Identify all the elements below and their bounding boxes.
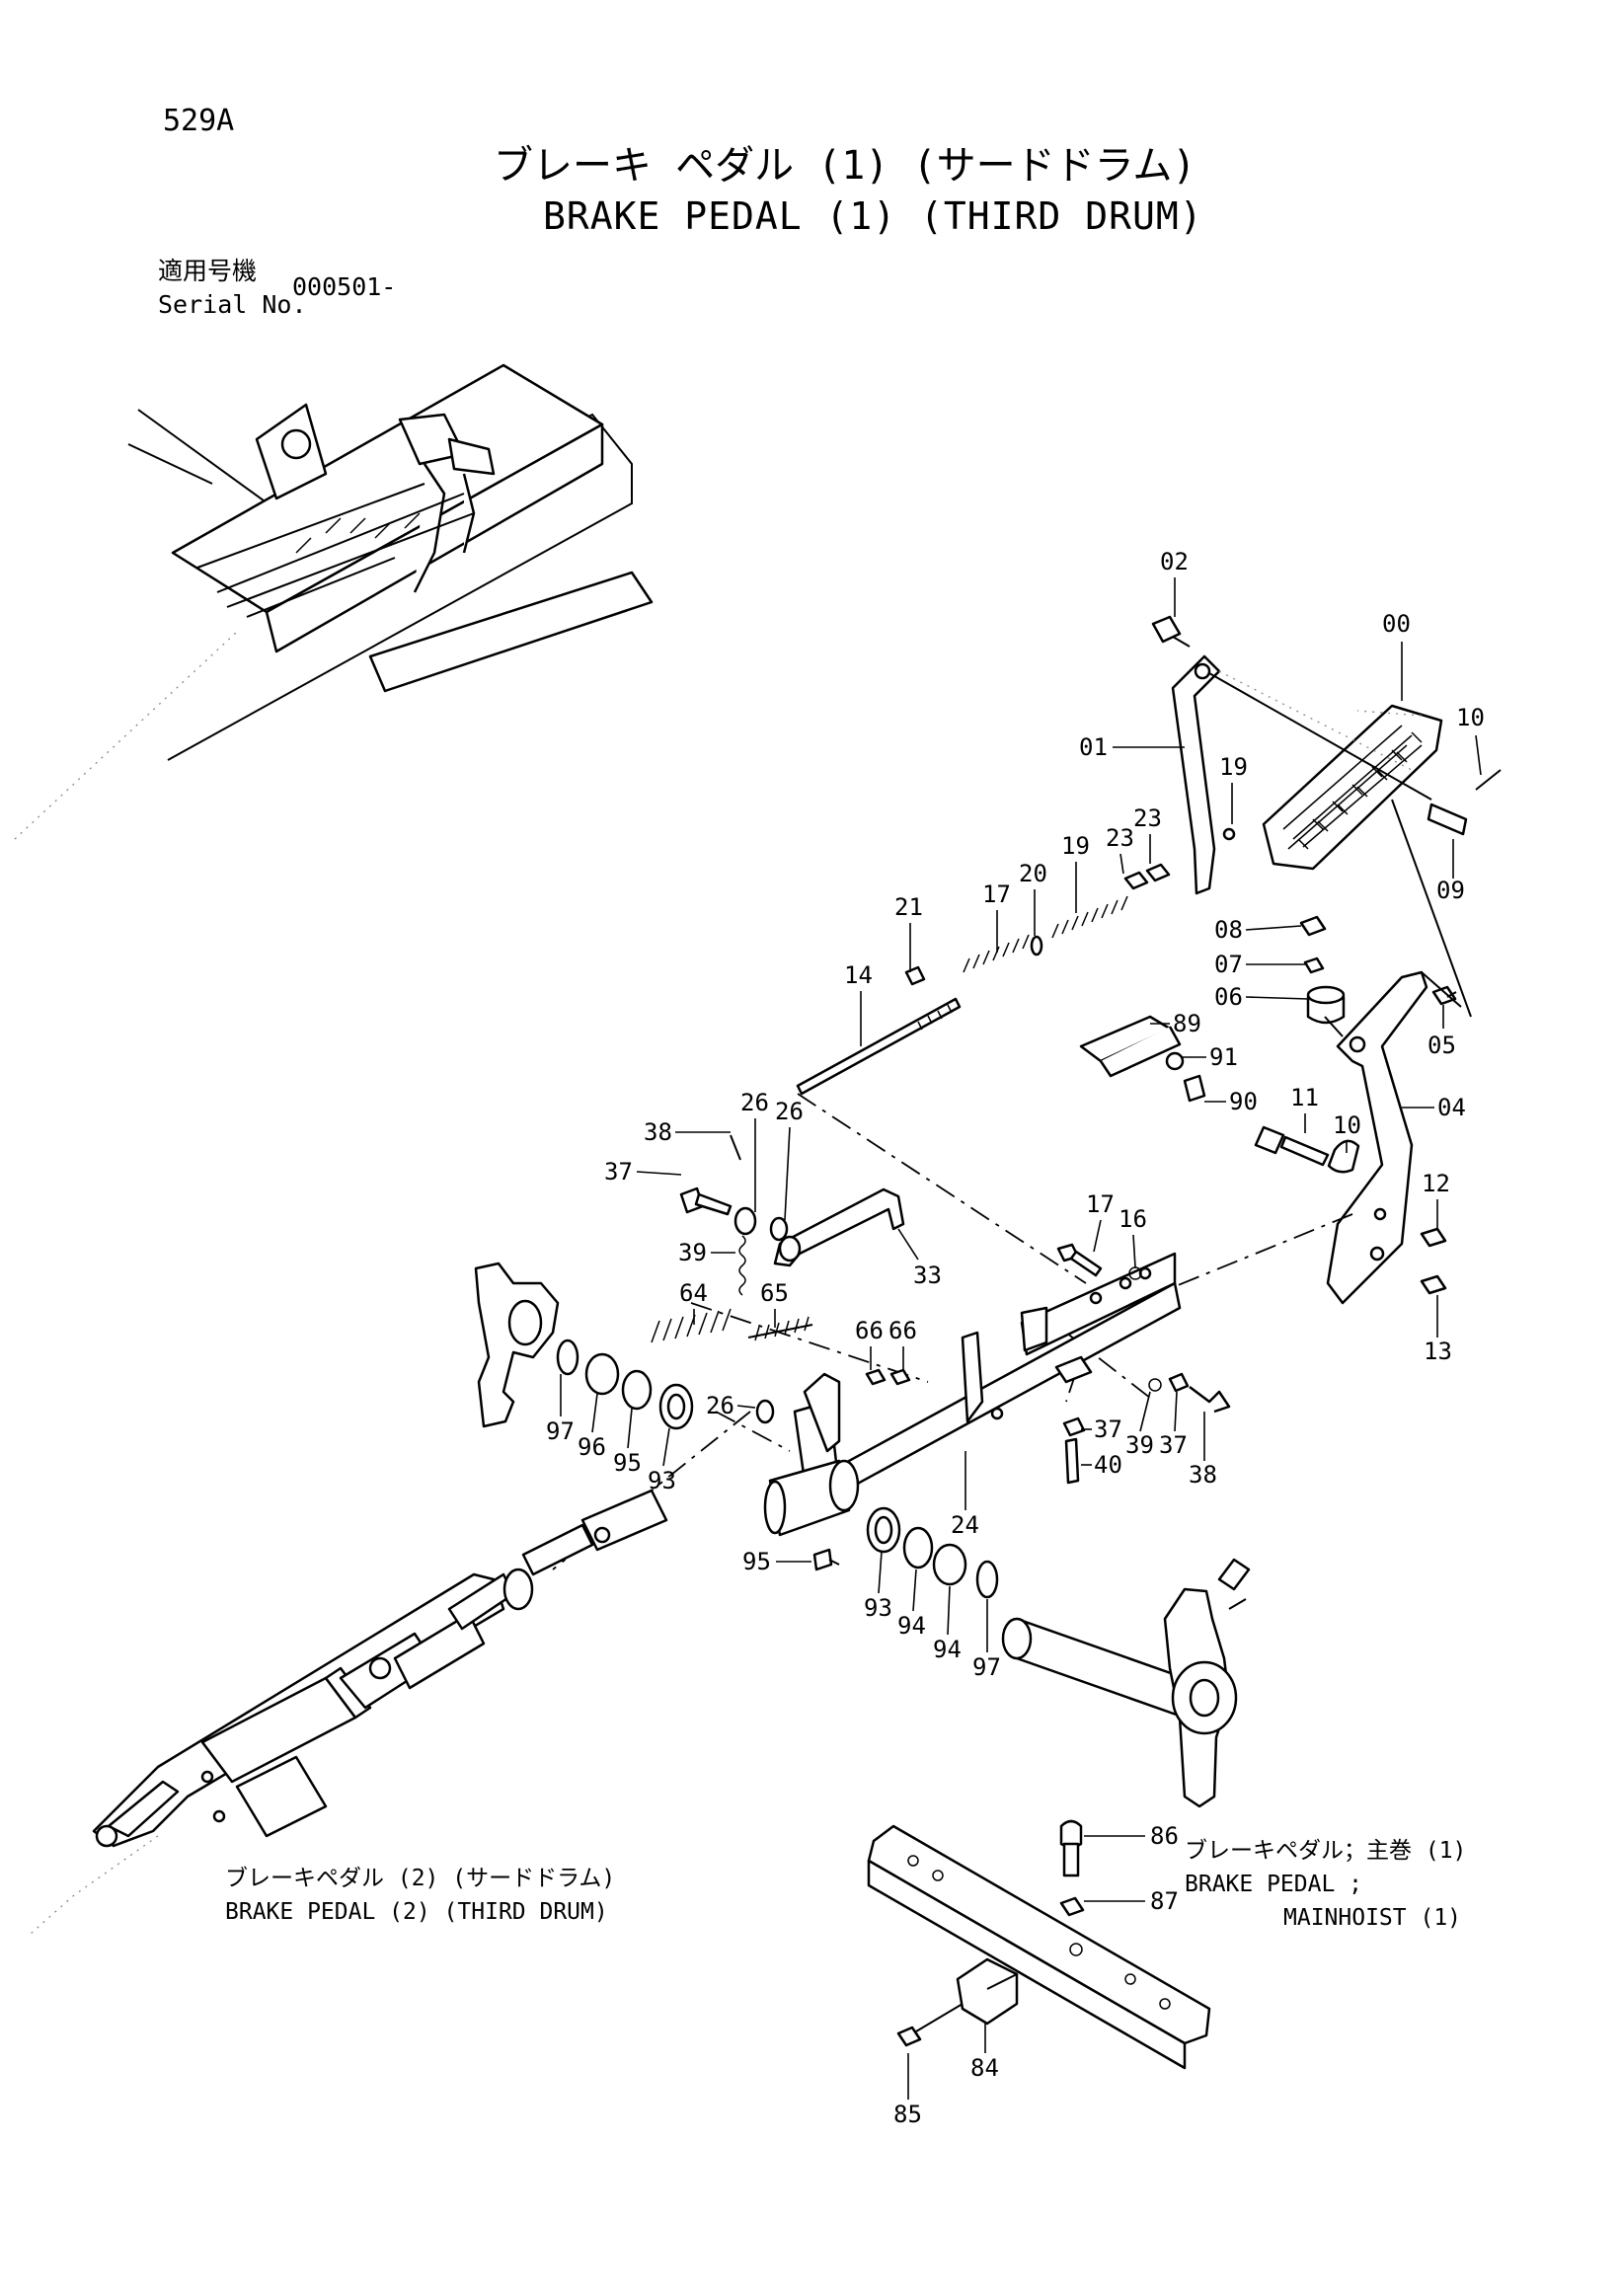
part-label: 96 <box>578 1433 606 1461</box>
mounting-plate <box>867 1824 1211 2045</box>
part-label: 39 <box>678 1239 707 1266</box>
part-label: 37 <box>604 1158 633 1186</box>
part-label: 13 <box>1424 1338 1452 1365</box>
assembly-centerlines <box>552 1093 1353 1570</box>
ref-main-hoist-en-1: BRAKE PEDAL ; <box>1185 1872 1363 1897</box>
rod <box>796 997 962 1096</box>
part-label: 19 <box>1061 832 1090 860</box>
part-label: 40 <box>1094 1451 1122 1479</box>
part-label: 17 <box>1086 1190 1115 1218</box>
part-label: 09 <box>1436 877 1465 904</box>
part-label: 10 <box>1456 704 1485 731</box>
part-label: 94 <box>897 1612 926 1640</box>
part-label: 19 <box>1219 753 1248 781</box>
part-label: 04 <box>1437 1094 1466 1121</box>
part-label: 07 <box>1214 951 1243 978</box>
part-label: 05 <box>1427 1032 1456 1059</box>
part-label: 64 <box>679 1279 708 1307</box>
serial-label-english: Serial No. <box>158 290 307 319</box>
title-japanese: ブレーキ ペダル (1) (サードドラム) <box>494 143 1196 189</box>
brake-pedal-2-linkage <box>92 1489 668 1848</box>
part-label: 02 <box>1160 548 1189 575</box>
part-label: 94 <box>933 1636 962 1663</box>
part-label: 10 <box>1333 1111 1361 1139</box>
bearing-assembly-left <box>474 1262 694 1430</box>
serial-label-japanese: 適用号機 <box>158 257 258 285</box>
part-label: 16 <box>1119 1205 1147 1233</box>
mounting-plate-assembly <box>867 1819 1211 2070</box>
part-label: 66 <box>888 1317 917 1344</box>
part-label: 37 <box>1094 1416 1122 1443</box>
part-label: 20 <box>1019 860 1047 887</box>
title-english: BRAKE PEDAL (1) (THIRD DRUM) <box>543 194 1203 238</box>
part-label: 95 <box>613 1449 642 1477</box>
part-label: 14 <box>844 961 873 989</box>
ref-main-hoist-jp: ブレーキペダル；主巻 (1) <box>1185 1838 1467 1864</box>
part-label: 26 <box>740 1089 769 1116</box>
part-label: 91 <box>1209 1043 1238 1071</box>
pedal-bracket <box>1326 970 1428 1305</box>
ref-main-hoist-en-2: MAINHOIST (1) <box>1283 1905 1462 1931</box>
part-label: 93 <box>864 1594 892 1622</box>
part-label: 89 <box>1173 1010 1201 1037</box>
cross-shaft-assembly <box>651 1134 1231 1537</box>
part-label: 39 <box>1125 1431 1154 1459</box>
part-callouts: 02 00 01 10 19 09 23 23 19 20 17 21 14 0… <box>546 548 1485 2128</box>
bearing-assembly-right <box>812 1506 999 1599</box>
ref-brake-pedal-2-en: BRAKE PEDAL (2) (THIRD DRUM) <box>225 1899 608 1925</box>
part-label: 95 <box>742 1548 771 1575</box>
part-label: 86 <box>1150 1822 1179 1850</box>
pedal-arm <box>1171 654 1221 895</box>
part-label: 90 <box>1229 1088 1258 1115</box>
part-label: 37 <box>1159 1431 1188 1459</box>
part-label: 00 <box>1382 610 1411 638</box>
main-hoist-shaft <box>1001 1558 1251 1808</box>
part-label: 26 <box>775 1098 804 1125</box>
part-label: 17 <box>982 880 1011 908</box>
part-label: 33 <box>913 1262 942 1289</box>
part-label: 26 <box>706 1392 734 1419</box>
part-label: 97 <box>972 1653 1001 1681</box>
ref-brake-pedal-2-jp: ブレーキペダル (2) (サードドラム) <box>225 1866 616 1891</box>
part-label: 08 <box>1214 916 1243 944</box>
part-label: 11 <box>1290 1084 1319 1111</box>
part-label: 01 <box>1079 733 1108 761</box>
page-code: 529A <box>163 104 235 138</box>
part-label: 12 <box>1422 1170 1450 1197</box>
part-label: 97 <box>546 1417 575 1445</box>
part-label: 93 <box>648 1467 676 1494</box>
bearing-support <box>474 1262 560 1428</box>
part-label: 85 <box>893 2101 922 2128</box>
part-label: 38 <box>1189 1461 1217 1489</box>
part-label: 24 <box>951 1511 979 1539</box>
part-label: 23 <box>1106 824 1134 852</box>
part-label: 65 <box>760 1279 789 1307</box>
part-label: 87 <box>1150 1887 1179 1915</box>
lever <box>773 1187 905 1267</box>
part-label: 84 <box>970 2054 999 2082</box>
part-label: 23 <box>1133 804 1162 832</box>
overview-illustration <box>14 363 654 1936</box>
part-label: 66 <box>855 1317 884 1344</box>
part-label: 38 <box>644 1118 672 1146</box>
part-label: 06 <box>1214 983 1243 1011</box>
serial-number-value: 000501- <box>292 272 397 301</box>
spring <box>963 934 1030 973</box>
brake-pedal-assembly <box>796 615 1502 1305</box>
part-label: 21 <box>894 893 923 921</box>
spring <box>1051 895 1128 939</box>
